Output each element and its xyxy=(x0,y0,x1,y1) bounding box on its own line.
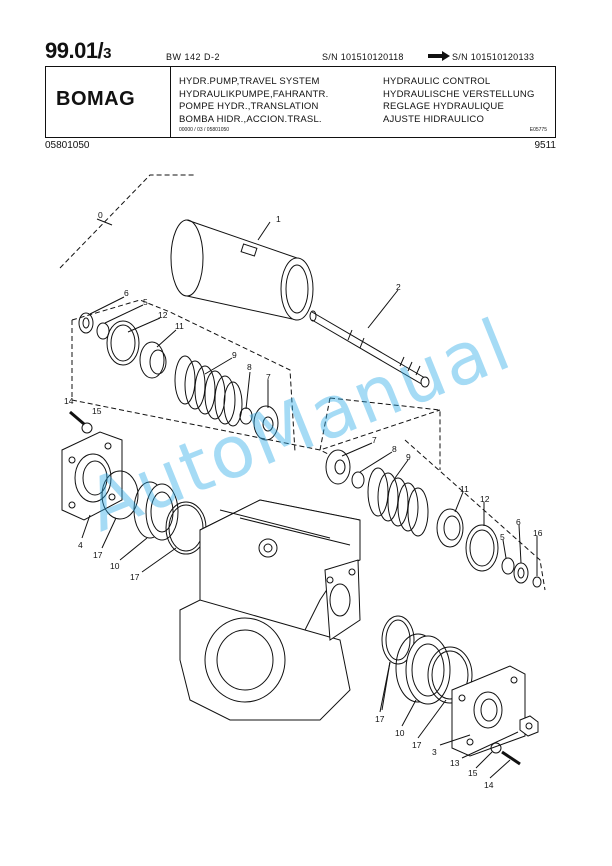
callout-16: 16 xyxy=(533,528,543,538)
callout-0: 0 xyxy=(98,210,103,220)
serial-from: S/N 101510120118 xyxy=(322,52,404,62)
model-label: BW 142 D-2 xyxy=(166,52,221,62)
spring-9b xyxy=(367,467,429,537)
callout-11: 11 xyxy=(175,321,184,331)
serial-to: S/N 101510120133 xyxy=(452,52,535,62)
callout-12: 12 xyxy=(158,310,168,320)
titles-right: HYDRAULIC CONTROL HYDRAULISCHE VERSTELLU… xyxy=(383,76,535,126)
page-number: 99.01/3 xyxy=(45,38,112,63)
plug-16 xyxy=(532,576,542,588)
spring-9a xyxy=(174,355,243,427)
callout-6b: 6 xyxy=(516,517,521,527)
piston-10b xyxy=(395,633,451,705)
subtitle-fr: REGLAGE HYDRAULIQUE xyxy=(383,101,504,112)
callout-10b: 10 xyxy=(395,728,405,738)
cylinder-sleeve xyxy=(170,219,314,321)
callout-17b: 17 xyxy=(130,572,140,582)
seal-6a xyxy=(78,312,94,334)
callout-7: 7 xyxy=(266,372,271,382)
title-de: HYDRAULIKPUMPE,FAHRANTR. xyxy=(179,88,329,100)
callout-13: 13 xyxy=(450,758,460,768)
subtitle-de: HYDRAULISCHE VERSTELLUNG xyxy=(383,88,535,100)
oring-17a xyxy=(101,470,139,520)
callout-9: 9 xyxy=(232,350,237,360)
callout-14: 14 xyxy=(64,396,74,406)
callout-3: 3 xyxy=(432,747,437,757)
spool-rod xyxy=(309,310,430,388)
cover-right-3 xyxy=(451,665,526,757)
washer-15b xyxy=(490,742,502,754)
bomag-logo: BOMAG xyxy=(56,88,136,110)
ring-12a xyxy=(106,320,140,366)
ring-12b xyxy=(465,524,499,572)
callout-2: 2 xyxy=(396,282,401,292)
titles-left: HYDR.PUMP,TRAVEL SYSTEM HYDRAULIKPUMPE,F… xyxy=(179,76,328,126)
title-fr: POMPE HYDR.,TRANSLATION xyxy=(179,101,319,112)
callout-9b: 9 xyxy=(406,452,411,462)
ring-5b xyxy=(501,557,515,575)
callout-8: 8 xyxy=(247,362,252,372)
callout-8b: 8 xyxy=(392,444,397,454)
callout-4: 4 xyxy=(78,540,83,550)
callout-7b: 7 xyxy=(372,435,377,445)
callout-15: 15 xyxy=(92,406,102,416)
callout-17a: 17 xyxy=(93,550,103,560)
callout-15b: 15 xyxy=(468,768,478,778)
callout-17d: 17 xyxy=(412,740,422,750)
washer-15a xyxy=(81,422,93,434)
callout-6: 6 xyxy=(124,288,129,298)
subtitle-es: AJUSTE HIDRAULICO xyxy=(383,113,485,125)
oring-17d xyxy=(427,646,473,704)
subtitle-en: HYDRAULIC CONTROL xyxy=(383,76,491,87)
callout-5: 5 xyxy=(143,297,148,307)
ring-8b xyxy=(351,471,365,489)
oring-17c xyxy=(381,615,415,665)
title-block: BOMAG HYDR.PUMP,TRAVEL SYSTEM HYDRAULIKP… xyxy=(45,66,556,138)
date-code: 9511 xyxy=(534,140,556,151)
callout-12b: 12 xyxy=(480,494,490,504)
pump-housing xyxy=(179,499,361,721)
callout-5b: 5 xyxy=(500,532,505,542)
leader-0 xyxy=(96,218,113,226)
callout-1: 1 xyxy=(276,214,281,224)
plate-7b xyxy=(325,449,351,485)
callout-10a: 10 xyxy=(110,561,120,571)
nut-13 xyxy=(519,715,539,737)
cup-11b xyxy=(436,508,464,548)
reference-code: 00000 / 03 / 05801050 xyxy=(179,127,230,133)
callout-14b: 14 xyxy=(484,780,494,790)
title-es: BOMBA HIDR.,ACCION.TRASL. xyxy=(179,113,322,125)
cup-11a xyxy=(139,341,165,379)
plate-7a xyxy=(253,405,279,441)
bolt-14a xyxy=(69,410,85,426)
callout-17c: 17 xyxy=(375,714,385,724)
bolt-14b xyxy=(501,750,521,766)
callout-11b: 11 xyxy=(460,484,469,494)
exploded-diagram xyxy=(59,174,546,779)
seal-6b xyxy=(513,562,529,584)
part-code: 05801050 xyxy=(45,140,90,151)
figure-code: E05775 xyxy=(529,127,547,133)
group-frame-0 xyxy=(59,174,441,470)
logo-cell: BOMAG xyxy=(46,67,171,137)
piston-10a xyxy=(133,481,179,541)
arrow-right-icon xyxy=(428,51,450,61)
title-en: HYDR.PUMP,TRAVEL SYSTEM xyxy=(179,76,320,87)
